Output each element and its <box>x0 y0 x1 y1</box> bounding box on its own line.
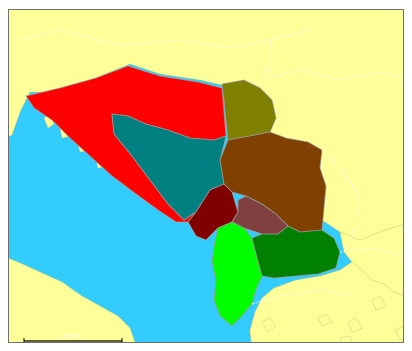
border-line <box>261 69 403 81</box>
border-line <box>339 247 403 257</box>
map-frame: 100 km <box>8 9 404 343</box>
scale-bar-label: 100 km <box>60 334 80 340</box>
land-east <box>339 224 403 296</box>
border-line <box>251 289 353 305</box>
land-italy <box>9 258 136 342</box>
land-island <box>371 295 387 311</box>
land-island <box>317 313 333 327</box>
land-island <box>261 317 277 333</box>
land-island <box>339 335 352 342</box>
land-island <box>394 326 403 341</box>
border-line <box>321 149 361 241</box>
map[interactable]: 100 km <box>8 9 404 343</box>
border-line <box>261 39 273 81</box>
region-lime[interactable] <box>211 221 263 327</box>
scale-bar: 100 km <box>23 334 123 342</box>
region-green[interactable] <box>251 225 341 279</box>
land-island <box>347 317 363 333</box>
